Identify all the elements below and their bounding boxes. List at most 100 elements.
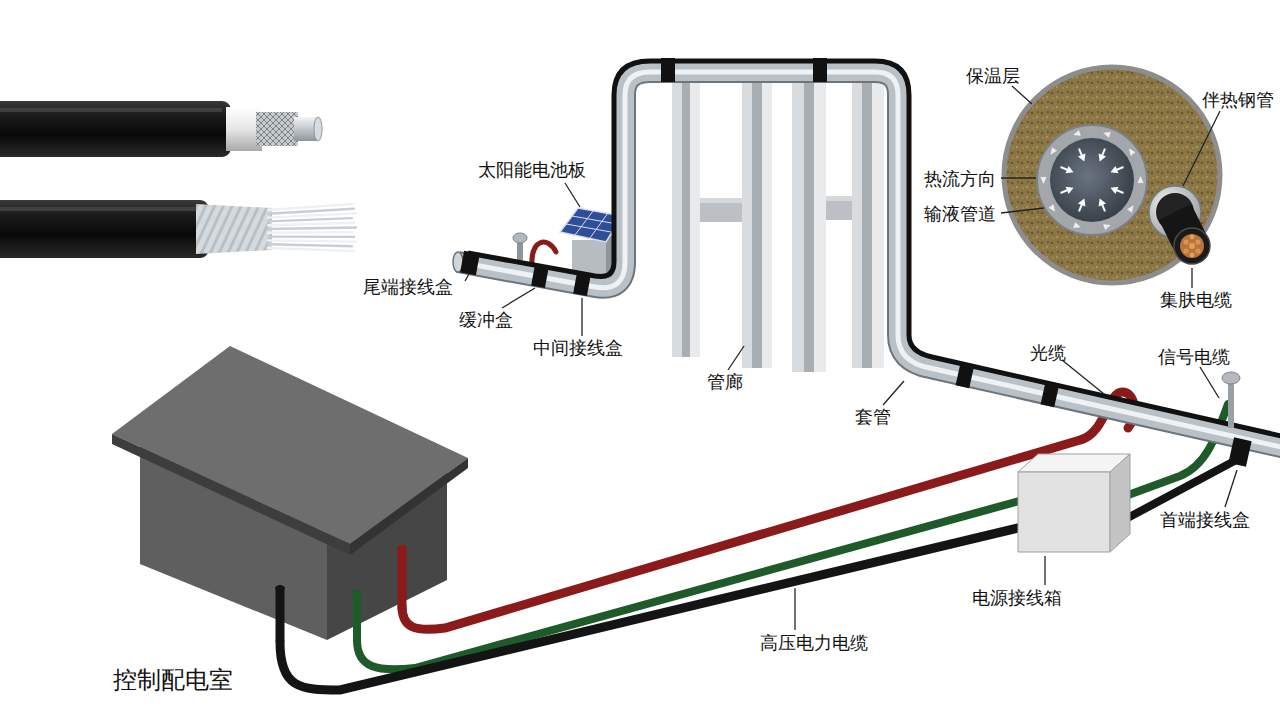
junction-boxes-part xyxy=(661,58,675,82)
part-label: 输液管道 xyxy=(924,204,996,225)
signal-sensor-part xyxy=(1228,382,1234,428)
heat-flow-arrows-part xyxy=(1073,222,1081,228)
leader-line xyxy=(794,588,795,630)
copper-strands-part xyxy=(1195,248,1200,253)
pipe-part xyxy=(468,61,1280,438)
cross-section-part xyxy=(1180,234,1204,258)
leader-lines-part xyxy=(565,183,580,207)
leader-lines-part xyxy=(1001,208,1044,213)
cable-stub xyxy=(353,594,361,642)
part-label: 伴热钢管 xyxy=(1202,90,1274,111)
pipe-rack xyxy=(672,82,884,372)
cable-port xyxy=(397,545,407,551)
part-label: 集肤电缆 xyxy=(1160,290,1232,311)
heat-flow-arrows-part xyxy=(1099,154,1106,162)
cross-section-part xyxy=(1050,138,1134,222)
junction-boxes xyxy=(460,58,1251,467)
conductor-strands-part xyxy=(268,240,356,241)
box-side xyxy=(1110,454,1130,552)
cable-sample-2-part xyxy=(0,200,212,258)
heat-flow-arrows-part xyxy=(1103,224,1111,230)
conductor-strands-part xyxy=(268,213,356,217)
copper-strands-part xyxy=(1189,243,1195,249)
leader-lines-part xyxy=(883,381,904,405)
cross-section-part xyxy=(1037,125,1147,235)
heat-flow-arrows-part xyxy=(1066,166,1074,173)
leader-lines-part xyxy=(1200,367,1219,398)
cable-sample-1-part xyxy=(0,108,222,112)
power-junction-box: 电源接线箱 xyxy=(1018,452,1132,552)
part-label: 套管 xyxy=(855,407,891,428)
pipe-rack-part xyxy=(814,82,826,372)
conductor-strands-part xyxy=(268,228,356,230)
leader-lines-part xyxy=(1001,177,1036,178)
pipe-rack-part xyxy=(852,82,862,368)
junction-boxes-part xyxy=(1041,381,1060,407)
cable-sample-2 xyxy=(0,200,356,258)
pipe-rack-part xyxy=(862,82,872,368)
heat-flow-arrows-part xyxy=(1099,198,1106,206)
cable-stub xyxy=(276,589,285,642)
heat-flow-arrows-part xyxy=(1110,166,1118,173)
house-eave xyxy=(350,458,468,555)
part-label: 尾端接线盒 xyxy=(363,277,453,298)
part-label: 首端接线盒 xyxy=(1160,510,1250,531)
pipe-rack-part xyxy=(700,198,742,203)
heat-flow-arrows-part xyxy=(1103,132,1111,138)
leader-lines-part xyxy=(1044,556,1045,585)
optical-cable-part xyxy=(402,392,1134,629)
pipe-rack-part xyxy=(752,82,762,368)
cross-section-part xyxy=(1004,67,1220,283)
box-front xyxy=(1018,472,1110,552)
node-label: 控制配电室 xyxy=(113,667,233,695)
heat-flow-arrows-part xyxy=(1127,205,1134,212)
cable-sample-1-part xyxy=(256,112,298,146)
part-label: 管廊 xyxy=(707,372,743,393)
leader-lines xyxy=(465,86,1237,585)
cable-sample-2-part xyxy=(196,204,272,254)
cable-label: 高压电力电缆 xyxy=(760,633,868,654)
node-label: 电源接线箱 xyxy=(972,588,1062,609)
house-eave xyxy=(112,434,350,555)
conductor-strands xyxy=(268,204,356,251)
pipe-rack-part xyxy=(792,82,804,372)
conductor-strands-part xyxy=(268,231,352,234)
junction-boxes-part xyxy=(1228,437,1251,466)
pipe-rack-part xyxy=(690,82,700,357)
cable-port xyxy=(353,590,362,596)
leader-lines-part xyxy=(1191,268,1192,288)
leader-lines-part xyxy=(1225,470,1237,507)
leader-lines-part xyxy=(1183,111,1220,186)
heat-flow-arrows-part xyxy=(1129,148,1136,155)
pipe-rack-part xyxy=(762,82,772,368)
part-label: 信号电缆 xyxy=(1158,347,1230,368)
conductor-strands-part xyxy=(268,244,352,246)
cross-section xyxy=(1004,67,1220,283)
junction-boxes-part xyxy=(531,264,549,288)
part-label: 热流方向 xyxy=(924,169,996,190)
heat-flow-arrows-part xyxy=(1041,177,1047,184)
part-label: 太阳能电池板 xyxy=(478,160,586,181)
heat-flow-arrows-part xyxy=(1050,147,1057,154)
heat-flow-arrows-part xyxy=(1066,187,1074,194)
copper-strands-part xyxy=(1195,239,1200,244)
pipe-rack-part xyxy=(804,82,814,372)
part-label: 保温层 xyxy=(966,66,1020,87)
pipe-rack-part xyxy=(872,82,884,368)
heat-flow-arrows-part xyxy=(1049,204,1056,211)
conductor-strands-part xyxy=(268,248,354,251)
leader-lines-part xyxy=(465,274,469,281)
signal-cable xyxy=(357,404,1228,669)
cable-sample-2-part xyxy=(0,207,200,211)
pipe-rack-part xyxy=(742,82,752,368)
conductor-strands-part xyxy=(268,235,354,238)
copper-strands-part xyxy=(1190,253,1195,258)
leader-lines-part xyxy=(1062,360,1104,394)
heat-flow-arrows-part xyxy=(1073,130,1081,136)
control-room: 控制配电室 xyxy=(112,342,472,642)
cable-stub xyxy=(398,549,407,610)
signal-sensor xyxy=(1222,372,1240,428)
pipe-rack-part xyxy=(700,198,742,222)
